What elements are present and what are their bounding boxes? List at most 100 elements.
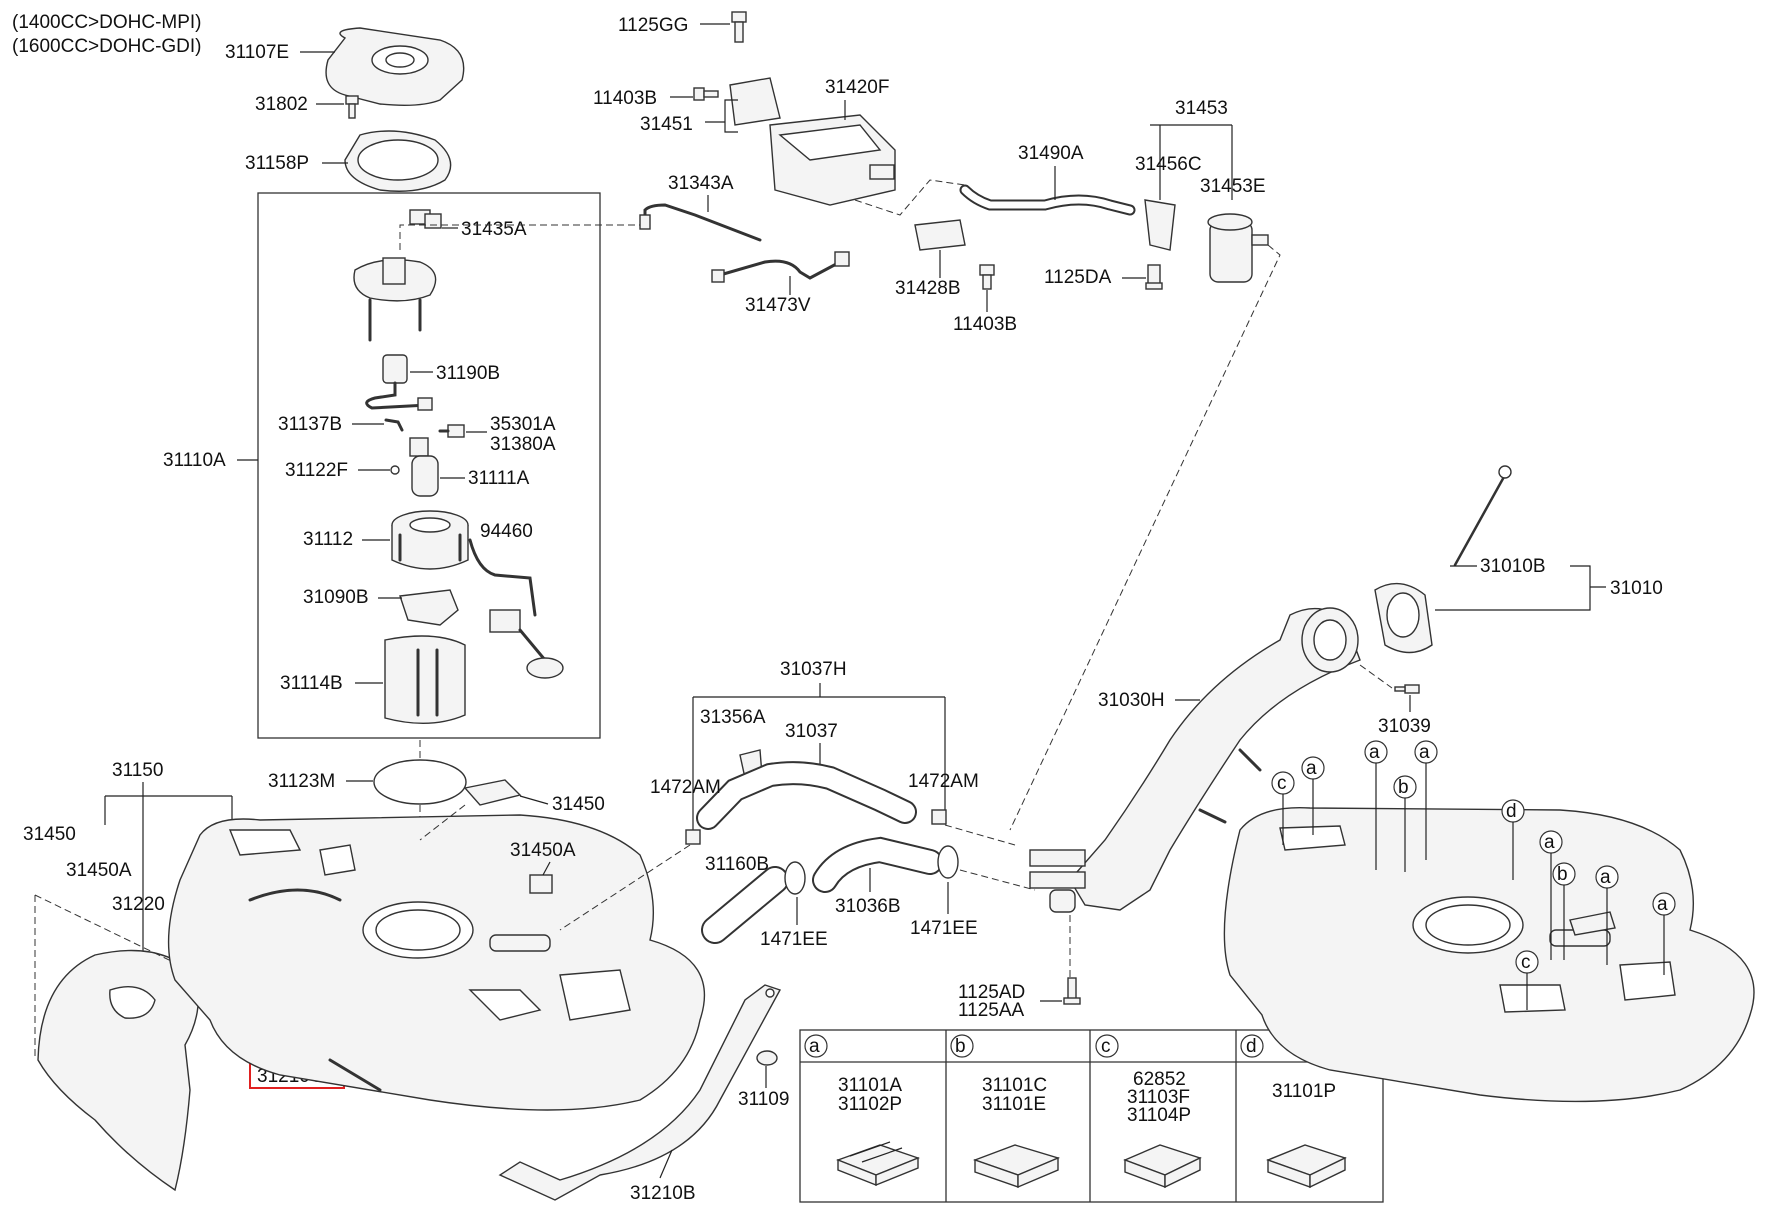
svg-text:d: d — [1506, 801, 1517, 822]
label-31435A: 31435A — [461, 219, 527, 240]
part-pump-flange — [353, 224, 645, 342]
label-31220: 31220 — [112, 894, 165, 915]
label-31010: 31010 — [1610, 578, 1663, 599]
label-31428B: 31428B — [895, 278, 961, 299]
part-31220-heat-shield — [37, 949, 200, 1192]
pad-callout-b-1: b — [1393, 775, 1417, 872]
pad-callout-a-1: a — [1301, 756, 1325, 835]
svg-text:b: b — [1557, 864, 1568, 885]
part-31420F-canister — [769, 114, 896, 206]
svg-text:a: a — [1600, 867, 1611, 888]
legend-cell-d: d 31101P — [1240, 1034, 1347, 1189]
part-31450-bracket — [463, 779, 522, 806]
part-31450A-clip — [529, 874, 553, 894]
label-94460: 94460 — [480, 521, 533, 542]
label-31420F: 31420F — [825, 77, 889, 98]
part-35301A-sender — [438, 424, 465, 438]
part-31490A-line — [959, 184, 1136, 216]
label-31114B: 31114B — [280, 673, 343, 694]
part-31123M-oring — [373, 759, 467, 805]
label-31112: 31112 — [303, 529, 353, 550]
part-11403B-top-bolt — [693, 87, 719, 101]
part-31036B-hose — [812, 836, 943, 893]
label-31158P: 31158P — [245, 153, 309, 174]
svg-text:a: a — [1419, 742, 1430, 763]
legend-cell-c: c 62852 31103F 31104P — [1095, 1034, 1202, 1189]
svg-text:c: c — [1277, 773, 1287, 794]
part-11403B-bot-bolt — [979, 264, 995, 290]
label-31109: 31109 — [738, 1089, 789, 1110]
part-31030H-filler-neck — [1029, 607, 1361, 913]
label-31090B: 31090B — [303, 587, 369, 608]
part-31428B-bracket — [914, 219, 966, 251]
part-31137B-clip — [384, 418, 404, 432]
legend-b-part-1: 31101C — [982, 1075, 1047, 1096]
fuel-pump-module-box — [257, 192, 601, 739]
part-31802-bolt — [345, 95, 359, 119]
label-1471EE-right: 1471EE — [910, 918, 978, 939]
part-31160B-hose — [701, 866, 789, 944]
label-31450-mid: 31450 — [552, 794, 605, 815]
label-1472AM-left: 1472AM — [650, 777, 721, 798]
part-31109-grommet — [756, 1050, 778, 1066]
label-11403B-bot: 11403B — [953, 314, 1017, 335]
legend-letter-a: a — [809, 1036, 820, 1057]
legend-c-pad-icon — [1123, 1144, 1202, 1189]
legend-d-part-1: 31101P — [1272, 1081, 1336, 1102]
label-1472AM-right: 1472AM — [908, 771, 979, 792]
legend-a-part-1: 31101A — [838, 1075, 902, 1096]
legend-a-pad-icon — [836, 1141, 921, 1187]
svg-text:a: a — [1306, 758, 1317, 779]
legend-d-pad-icon — [1266, 1144, 1347, 1189]
part-31456C-bracket — [1144, 199, 1176, 251]
legend-c-part-3: 31104P — [1127, 1105, 1191, 1126]
label-31450-left: 31450 — [23, 824, 76, 845]
label-31123M: 31123M — [268, 771, 335, 792]
part-1472AM-clip-right — [931, 809, 947, 825]
svg-text:a: a — [1657, 894, 1668, 915]
pad-callout-d-1: d — [1501, 799, 1525, 880]
label-31490A: 31490A — [1018, 143, 1084, 164]
label-31039: 31039 — [1378, 716, 1431, 737]
legend-cell-a: a 31101A 31102P — [804, 1034, 921, 1187]
part-31039-screw — [1394, 684, 1420, 694]
label-31010B: 31010B — [1480, 556, 1546, 577]
part-31112-reservoir — [391, 510, 469, 570]
label-31356A: 31356A — [700, 707, 766, 728]
part-31114B-cup — [384, 635, 466, 724]
pad-callout-a-5: a — [1595, 865, 1619, 965]
part-1125AD-bolt — [1063, 977, 1081, 1005]
label-1125AD: 1125AD — [958, 982, 1025, 1003]
legend-letter-c: c — [1101, 1036, 1111, 1057]
label-1125AA: 1125AA — [958, 1000, 1025, 1021]
label-31456C: 31456C — [1135, 154, 1202, 175]
fuel-tank-main — [167, 814, 706, 1111]
legend-b-pad-icon — [972, 1144, 1061, 1189]
part-31190B — [365, 354, 433, 411]
label-31380A: 31380A — [490, 434, 556, 455]
label-31190B: 31190B — [436, 363, 500, 384]
part-1471EE-clamp-right — [937, 845, 959, 879]
svg-text:a: a — [1369, 742, 1380, 763]
pad-callout-c-1: c — [1271, 771, 1295, 845]
label-1125GG: 1125GG — [618, 15, 688, 36]
label-31037: 31037 — [785, 721, 838, 742]
part-31111A-pump — [390, 437, 439, 497]
legend-table: a 31101A 31102P b 31101C 31101E — [799, 1029, 1384, 1203]
fuel-tank-pad-view — [1223, 806, 1755, 1103]
part-1125GG-bolt — [731, 11, 747, 43]
legend-cell-b: b 31101C 31101E — [950, 1034, 1061, 1189]
label-11403B-top: 11403B — [593, 88, 657, 109]
pad-callout-a-2: a — [1364, 740, 1388, 870]
label-31110A: 31110A — [163, 450, 226, 471]
label-31450A-mid: 31450A — [510, 840, 576, 861]
legend-letter-d: d — [1246, 1036, 1257, 1057]
pad-callout-a-3: a — [1414, 740, 1438, 860]
label-1471EE-left: 1471EE — [760, 929, 828, 950]
part-31210B-strap — [498, 984, 782, 1201]
label-31111A: 31111A — [468, 468, 530, 489]
part-31473V-line — [711, 251, 850, 283]
label-31343A: 31343A — [668, 173, 734, 194]
part-31453E-valve — [1207, 213, 1269, 283]
